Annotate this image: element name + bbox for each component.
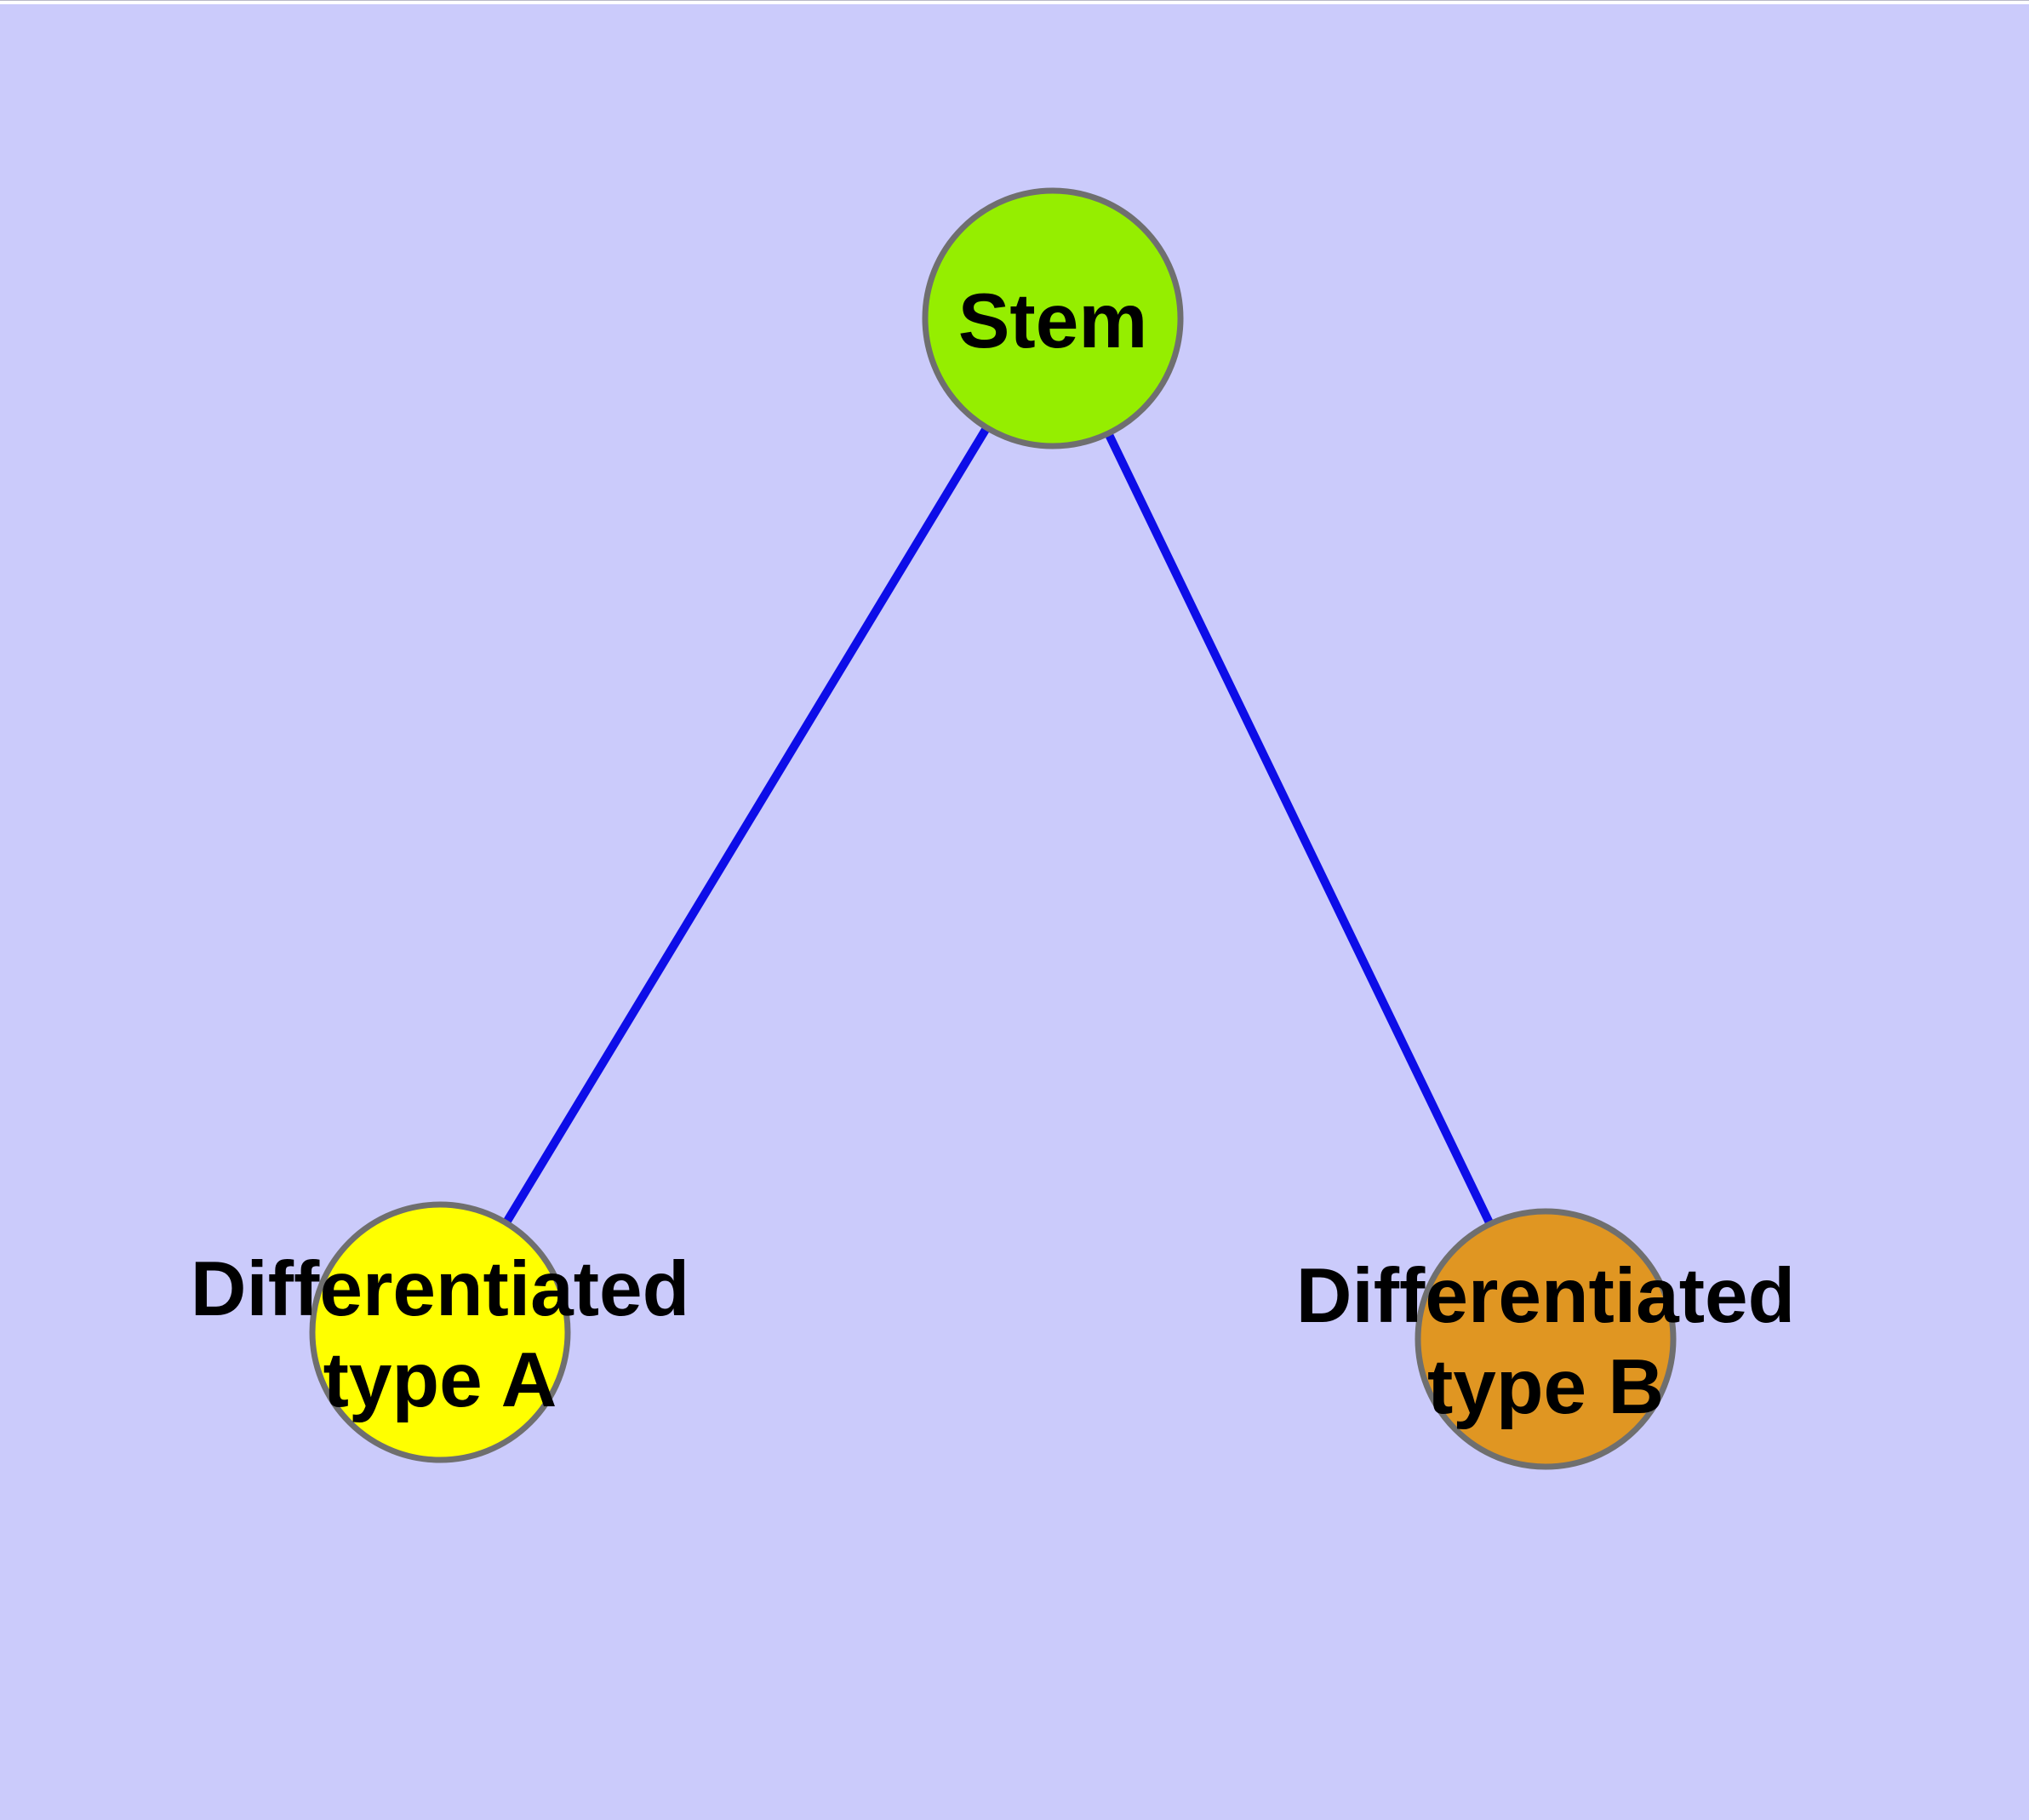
node-stem-circle [922,187,1184,449]
edge-stem-to-type-b [1049,316,1550,1342]
node-type-a-circle [309,1201,571,1463]
node-stem-label: Stem [958,278,1148,364]
window-top-edge [0,0,2029,4]
node-type-a-label-line2: type A [323,1337,557,1423]
node-type-a-label-line1: Differentiated [191,1246,690,1332]
node-type-b-label-line2: type B [1427,1344,1664,1430]
node-type-b-circle [1415,1208,1677,1470]
edge-stem-to-type-a [436,316,1057,1335]
node-type-b-label-line1: Differentiated [1296,1253,1796,1339]
